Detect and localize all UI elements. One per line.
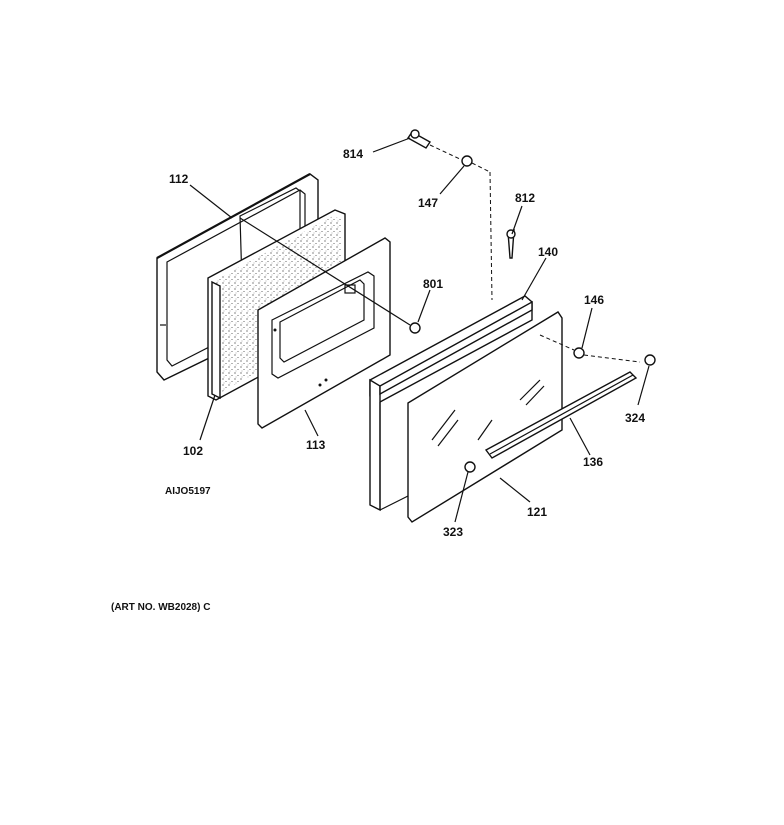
art-number: (ART NO. WB2028) C xyxy=(111,602,210,613)
label-112: 112 xyxy=(169,172,189,186)
label-147: 147 xyxy=(418,196,438,210)
part-801-screw xyxy=(409,322,421,334)
part-113-door-liner xyxy=(257,237,391,429)
leader-lines xyxy=(189,137,650,523)
label-121: 121 xyxy=(527,505,547,519)
label-323: 323 xyxy=(443,525,463,539)
part-323-screw xyxy=(464,461,476,473)
label-102: 102 xyxy=(183,444,203,458)
assembly-lines xyxy=(429,144,641,363)
part-136-handle-trim xyxy=(484,371,638,459)
label-324: 324 xyxy=(625,411,645,425)
part-140-outer-frame xyxy=(369,295,533,512)
label-140: 140 xyxy=(538,245,558,259)
part-812-screw xyxy=(506,229,516,259)
label-146: 146 xyxy=(584,293,604,307)
label-113: 113 xyxy=(306,438,326,452)
part-814-screw xyxy=(406,129,432,149)
part-146-spacer xyxy=(573,347,585,359)
label-136: 136 xyxy=(583,455,603,469)
part-121-glass xyxy=(407,311,563,523)
figure-code: AIJO5197 xyxy=(165,486,211,497)
part-324-screw xyxy=(644,354,656,366)
part-147-washer xyxy=(461,155,473,167)
label-814: 814 xyxy=(343,147,363,161)
label-801: 801 xyxy=(423,277,443,291)
label-812: 812 xyxy=(515,191,535,205)
